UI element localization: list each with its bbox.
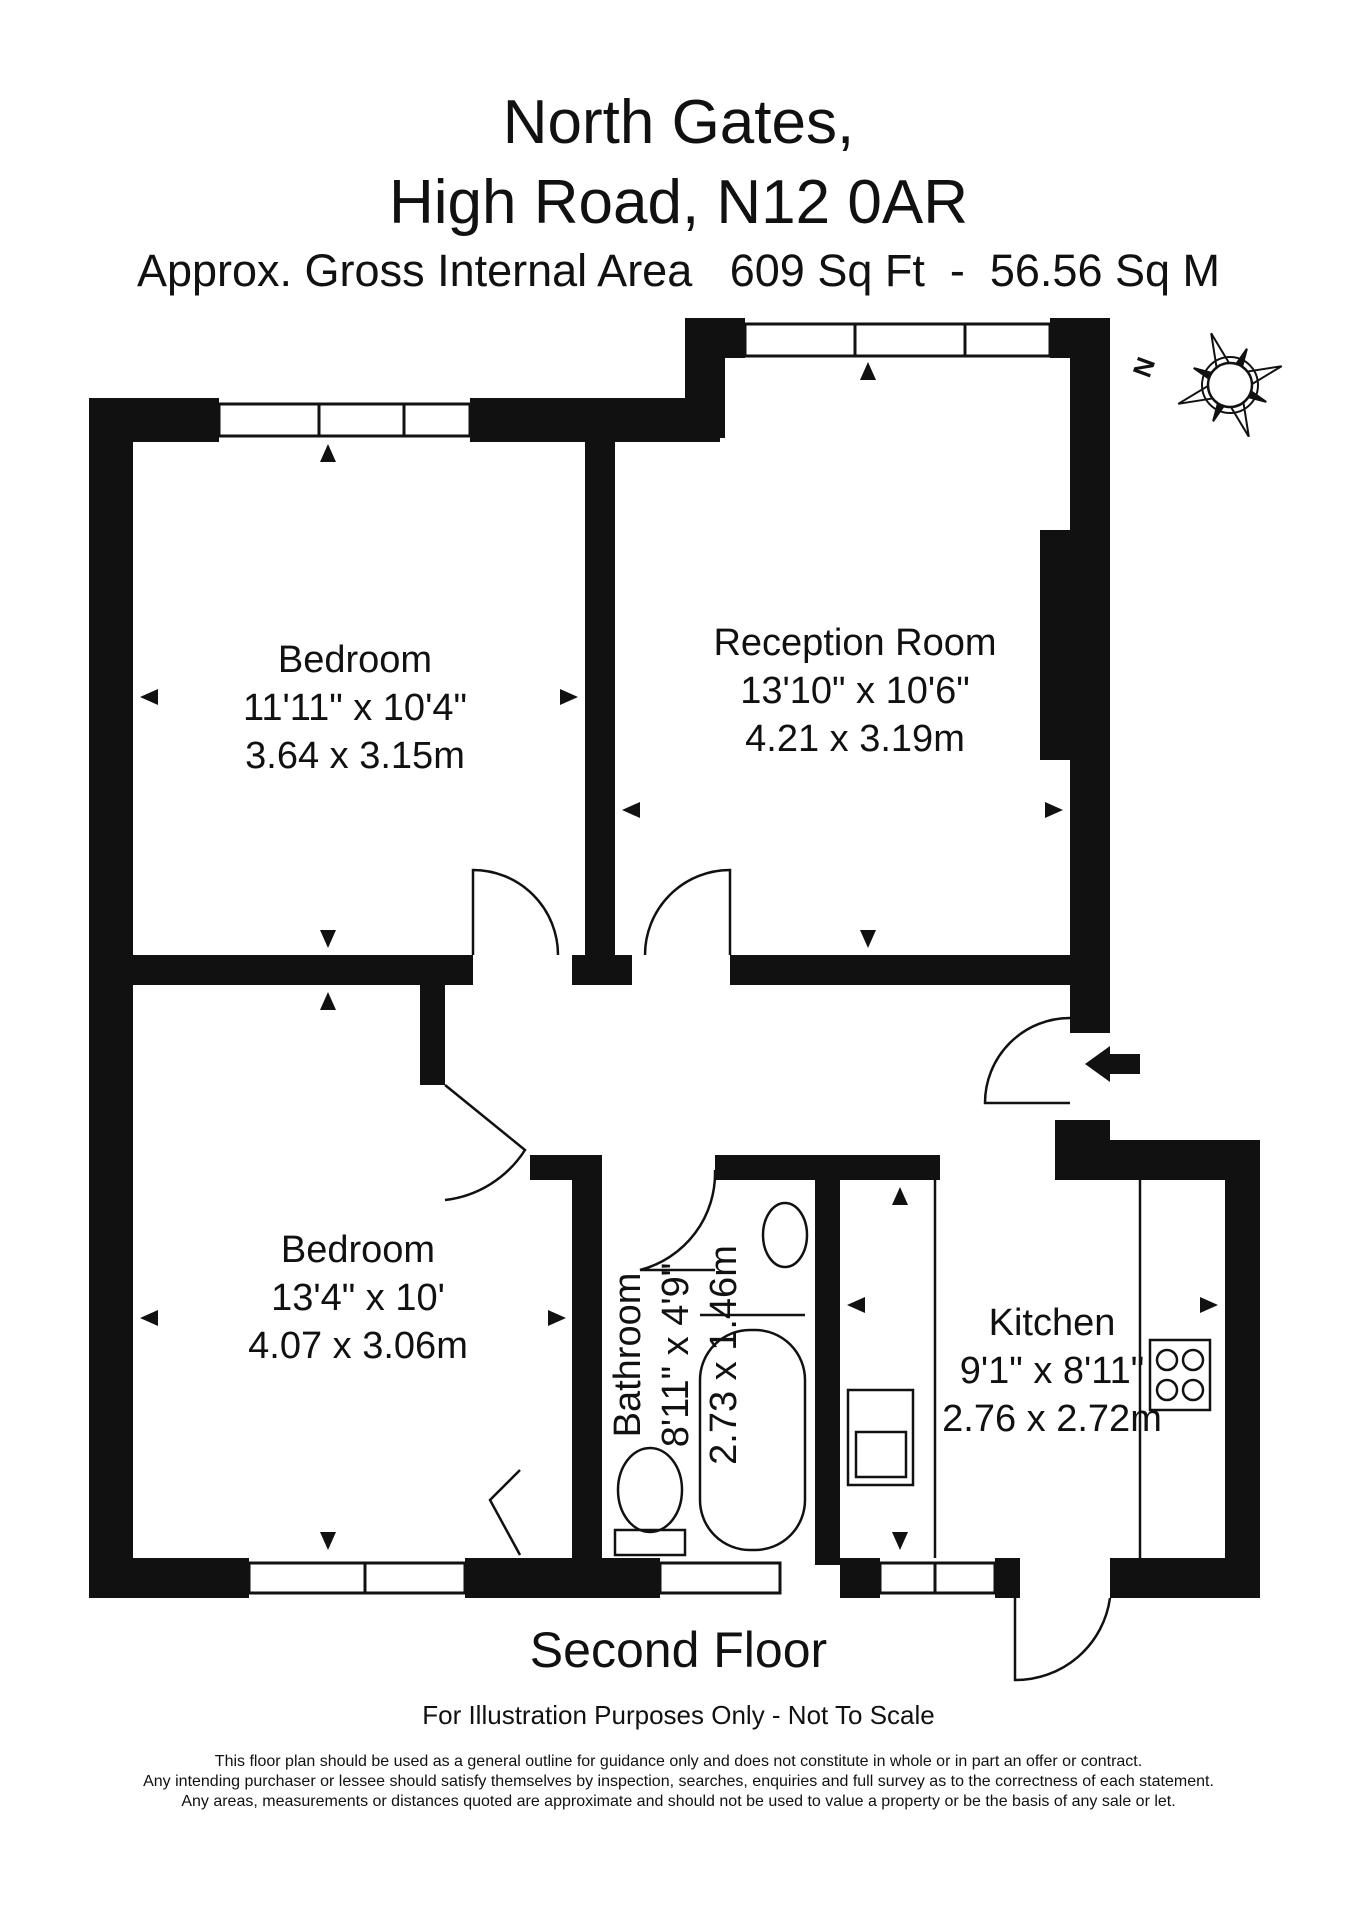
door-entry <box>983 1016 1071 1105</box>
property-name: North Gates, <box>502 88 855 157</box>
door-bedroom1 <box>471 868 560 956</box>
compass: N <box>1127 332 1283 438</box>
wall-mid-left <box>133 955 473 985</box>
window-kitchen <box>878 1561 997 1595</box>
property-address: High Road, N12 0AR <box>389 168 968 237</box>
kitchen-name: Kitchen <box>989 1302 1116 1344</box>
door-bedroom2 <box>444 1084 527 1202</box>
wall-mid-right <box>730 955 1100 985</box>
walls <box>89 318 1260 1598</box>
bedroom1-metric: 3.64 x 3.15m <box>245 735 465 777</box>
wall-left <box>89 398 133 1578</box>
door-bathroom <box>639 1169 717 1272</box>
toilet-cistern <box>613 1528 687 1557</box>
wall-top-left-2 <box>470 398 720 442</box>
disclaimer-line-2: Any intending purchaser or lessee should… <box>143 1773 1214 1790</box>
bathroom-imperial: 8'11" x 4'9" <box>655 1263 697 1447</box>
kitchen-imperial: 9'1" x 8'11" <box>960 1350 1144 1392</box>
window-bedroom1 <box>217 402 472 438</box>
bathroom-metric: 2.73 x 1.46m <box>703 1245 745 1465</box>
wall-bottom-left <box>89 1558 249 1598</box>
chimney-breast <box>1040 530 1070 760</box>
illustration-note: For Illustration Purposes Only - Not To … <box>422 1700 935 1730</box>
disclaimer-line-1: This floor plan should be used as a gene… <box>214 1753 1143 1770</box>
doors <box>444 868 1112 1682</box>
disclaimer-line-3: Any areas, measurements or distances quo… <box>181 1793 1176 1810</box>
bedroom2-name: Bedroom <box>281 1229 435 1271</box>
kitchen-metric: 2.76 x 2.72m <box>942 1398 1162 1440</box>
entrance-arrow <box>1085 1046 1140 1082</box>
dimension-arrows <box>140 362 1218 1550</box>
wall-bottom-mid2 <box>840 1558 880 1598</box>
door-kitchen-exit <box>1013 1597 1112 1682</box>
bedroom2-imperial: 13'4" x 10' <box>271 1277 445 1319</box>
hob <box>1148 1338 1212 1412</box>
wall-partition-1 <box>585 442 615 982</box>
wall-bath-top <box>530 1155 590 1180</box>
wall-top-left <box>89 398 219 442</box>
wall-hall-stub <box>420 985 445 1085</box>
bathtub <box>698 1328 807 1552</box>
wall-reception-left-pier <box>685 318 725 438</box>
room-labels: Bedroom 11'11" x 10'4" 3.64 x 3.15m Rece… <box>243 622 1162 1465</box>
wall-bath-left <box>572 1155 602 1565</box>
gross-internal-area: Approx. Gross Internal Area 609 Sq Ft - … <box>136 245 1221 296</box>
wall-reception-right <box>1070 318 1110 1018</box>
window-reception <box>743 322 1052 358</box>
north-indicator: N <box>1127 353 1162 381</box>
wall-entry-right <box>1070 1018 1110 1033</box>
wall-mid-stub <box>572 955 632 985</box>
door-reception <box>643 868 732 956</box>
wall-kitchen-right <box>1225 1140 1260 1598</box>
reception-imperial: 13'10" x 10'6" <box>740 670 970 712</box>
bedroom2-metric: 4.07 x 3.06m <box>248 1325 468 1367</box>
bathroom-name: Bathroom <box>607 1273 649 1438</box>
bedroom1-imperial: 11'11" x 10'4" <box>243 687 467 729</box>
basin <box>761 1201 809 1269</box>
windows <box>217 322 1052 1595</box>
kitchen-sink <box>846 1388 915 1487</box>
window-bedroom2 <box>247 1561 467 1595</box>
kitchen-sink-bowl <box>854 1430 908 1479</box>
bedroom1-name: Bedroom <box>278 639 432 681</box>
reception-name: Reception Room <box>713 622 996 664</box>
fixtures <box>613 1180 1212 1558</box>
door-cupboard <box>488 1469 522 1556</box>
wall-bottom-mid <box>465 1558 660 1598</box>
wall-bath-right <box>815 1155 840 1565</box>
reception-metric: 4.21 x 3.19m <box>745 718 965 760</box>
floor-label: Second Floor <box>529 1622 828 1678</box>
window-bathroom <box>658 1561 782 1595</box>
toilet-bowl <box>616 1446 684 1534</box>
wall-bottom-right <box>995 1558 1020 1598</box>
